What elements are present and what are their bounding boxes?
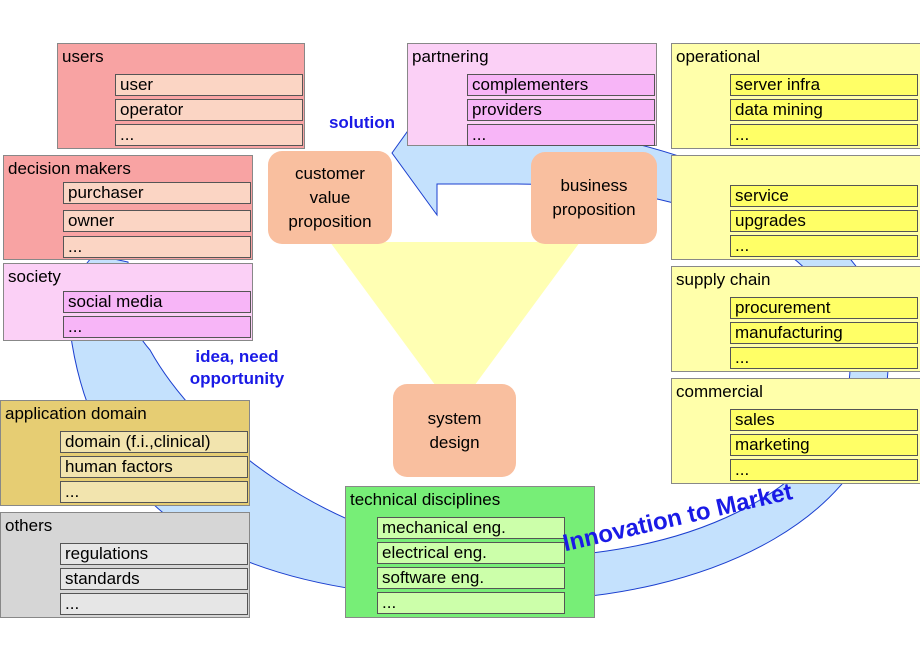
item-domain: domain (f.i.,clinical) (60, 431, 248, 453)
item-data-mining: data mining (730, 99, 918, 121)
group-commercial-title: commercial (676, 382, 763, 401)
group-commercial: commercial sales marketing ... (671, 378, 920, 484)
item-partnering-more: ... (467, 124, 655, 146)
label-solution: solution (328, 113, 396, 132)
item-electrical-eng: electrical eng. (377, 542, 565, 564)
group-technical-disciplines-title: technical disciplines (350, 490, 501, 509)
value-triangle (330, 242, 580, 412)
item-operator: operator (115, 99, 303, 121)
group-supply-chain-title: supply chain (676, 270, 771, 289)
group-decision-makers-title: decision makers (8, 159, 131, 178)
item-technical-more: ... (377, 592, 565, 614)
item-providers: providers (467, 99, 655, 121)
item-upgrades: upgrades (730, 210, 918, 232)
bubble-customer-value-proposition: customer value proposition (268, 151, 392, 244)
group-others-title: others (5, 516, 53, 535)
item-purchaser: purchaser (63, 182, 251, 204)
bubble-business-proposition: business proposition (531, 152, 657, 244)
group-application-domain: application domain domain (f.i.,clinical… (0, 400, 250, 506)
item-owner: owner (63, 210, 251, 232)
item-software-eng: software eng. (377, 567, 565, 589)
item-standards: standards (60, 568, 248, 590)
group-application-domain-title: application domain (5, 404, 147, 423)
group-technical-disciplines: technical disciplines mechanical eng. el… (345, 486, 595, 618)
group-users-title: users (62, 47, 104, 66)
group-society-title: society (8, 267, 61, 286)
group-operational-title: operational (676, 47, 761, 66)
group-supply-chain: supply chain procurement manufacturing .… (671, 266, 920, 372)
item-manufacturing: manufacturing (730, 322, 918, 344)
item-service-more: ... (730, 235, 918, 257)
item-social-media: social media (63, 291, 251, 313)
item-supply-chain-more: ... (730, 347, 918, 369)
item-regulations: regulations (60, 543, 248, 565)
label-idea-need-opportunity: idea, need opportunity (189, 347, 285, 388)
item-server-infra: server infra (730, 74, 918, 96)
item-human-factors: human factors (60, 456, 248, 478)
item-society-more: ... (63, 316, 251, 338)
group-others: others regulations standards ... (0, 512, 250, 618)
item-procurement: procurement (730, 297, 918, 319)
item-user: user (115, 74, 303, 96)
item-mechanical-eng: mechanical eng. (377, 517, 565, 539)
group-partnering: partnering complementers providers ... (407, 43, 657, 146)
item-operational-more: ... (730, 124, 918, 146)
bubble-system-design: system design (393, 384, 516, 477)
group-users: users user operator ... (57, 43, 305, 149)
item-complementers: complementers (467, 74, 655, 96)
item-users-more: ... (115, 124, 303, 146)
item-marketing: marketing (730, 434, 918, 456)
item-decision-makers-more: ... (63, 236, 251, 258)
item-service: service (730, 185, 918, 207)
item-commercial-more: ... (730, 459, 918, 481)
item-application-domain-more: ... (60, 481, 248, 503)
group-service: service upgrades ... (671, 155, 920, 260)
group-operational: operational server infra data mining ... (671, 43, 920, 149)
item-sales: sales (730, 409, 918, 431)
item-others-more: ... (60, 593, 248, 615)
group-partnering-title: partnering (412, 47, 489, 66)
group-decision-makers: decision makers purchaser owner ... (3, 155, 253, 260)
group-society: society social media ... (3, 263, 253, 341)
